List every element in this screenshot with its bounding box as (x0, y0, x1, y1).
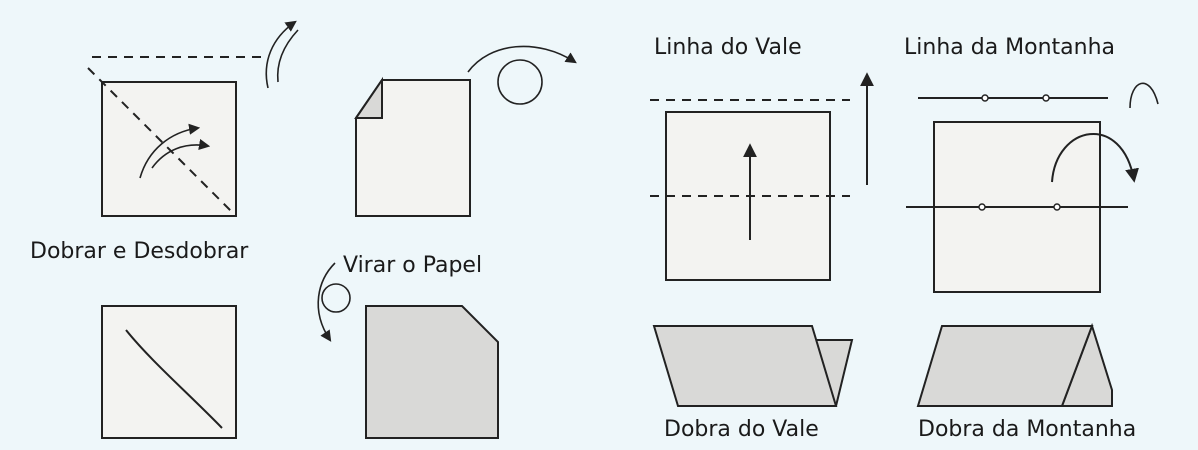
turn-over-loop-icon (321, 283, 351, 313)
mountain-line-diagram: Linha da Montanha (904, 35, 1159, 293)
mountain-line-label: Linha da Montanha (904, 35, 1115, 60)
turn-paper-diagram: Virar o Papel (317, 45, 577, 439)
mountain-fold-label: Dobra da Montanha (918, 417, 1136, 442)
valley-fold-paper (652, 325, 838, 407)
crease-diagram (101, 305, 237, 439)
mountain-hook-arrow-icon (1129, 82, 1159, 109)
diagonal-fold-dashed-line (87, 67, 237, 217)
folded-corner (354, 76, 383, 119)
paper-square (101, 305, 237, 439)
valley-fold-diagram: Dobra do Vale (652, 325, 854, 442)
valley-line-diagram: Linha do Vale (650, 35, 874, 281)
mountain-line-dot (978, 203, 986, 211)
crease-line (125, 329, 223, 429)
unfold-arrow-icon (151, 138, 211, 169)
fold-arrow-icon (139, 123, 201, 179)
turn-over-loop-icon (497, 59, 543, 105)
turn-paper-label: Virar o Papel (343, 253, 482, 278)
mountain-fold-arrow-icon (1051, 133, 1139, 183)
turn-over-arrow-icon (467, 45, 577, 73)
gray-paper-back (365, 305, 499, 439)
mountain-line-dot (1053, 203, 1061, 211)
mountain-fold-diagram: Dobra da Montanha (916, 322, 1136, 442)
mountain-fold-paper (916, 325, 1094, 407)
valley-fold-label: Dobra do Vale (664, 417, 819, 442)
fold-unfold-diagram: Dobrar e Desdobrar (30, 20, 299, 264)
valley-line-label: Linha do Vale (654, 35, 802, 60)
unfold-arrow-icon (276, 29, 299, 83)
turn-over-arrow-icon (317, 262, 336, 342)
mountain-line-dot (981, 94, 989, 102)
fold-arrow-icon (265, 20, 297, 89)
fold-unfold-label: Dobrar e Desdobrar (30, 239, 249, 264)
mountain-line-dot (1042, 94, 1050, 102)
